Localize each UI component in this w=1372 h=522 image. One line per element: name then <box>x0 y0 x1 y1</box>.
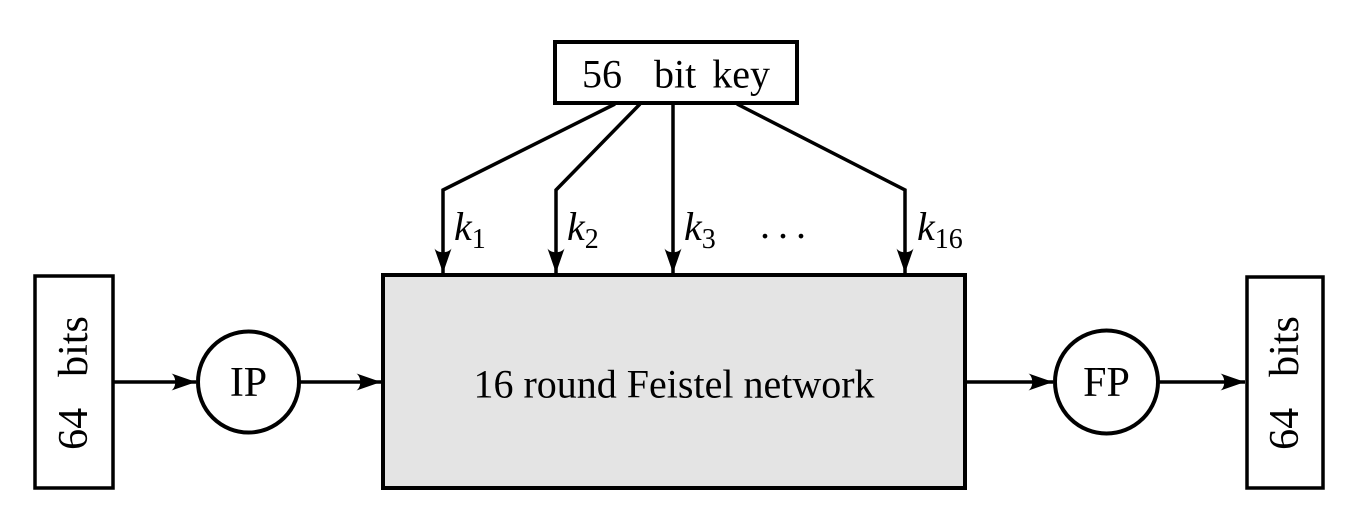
subkey-wire-k16 <box>736 102 914 273</box>
ip-circle <box>196 329 301 435</box>
input-bits-label: 64 bits <box>51 316 97 450</box>
subkey-label-k2: k2 <box>567 204 599 255</box>
subkey-k16-sub: 16 <box>935 224 963 255</box>
key-box <box>553 40 799 105</box>
subkey-ellipsis: ... <box>760 202 814 247</box>
subkey-k3-base: k <box>684 204 703 249</box>
subkey-k2-sub: 2 <box>585 224 599 255</box>
ip-label: IP <box>230 360 267 406</box>
key-box-label: 56 bit key <box>582 52 770 97</box>
subkey-k3-sub: 3 <box>702 224 716 255</box>
output-bits-box <box>1245 275 1325 490</box>
fp-circle <box>1053 328 1160 436</box>
subkey-label-k1: k1 <box>454 204 486 255</box>
fp-label: FP <box>1083 360 1130 406</box>
feistel-box-label: 16 round Feistel network <box>473 362 874 407</box>
feistel-box <box>381 273 967 490</box>
subkey-wire-k1 <box>434 102 616 273</box>
subkey-label-k3: k3 <box>684 204 716 255</box>
subkey-k1-sub: 1 <box>472 224 486 255</box>
subkey-k16-base: k <box>917 204 936 249</box>
output-bits-label: 64 bits <box>1262 316 1308 450</box>
input-bits-box <box>33 274 115 490</box>
subkey-label-k16: k16 <box>917 204 963 255</box>
subkey-wire-k2 <box>547 102 642 273</box>
subkey-k1-base: k <box>454 204 473 249</box>
subkey-k2-base: k <box>567 204 586 249</box>
